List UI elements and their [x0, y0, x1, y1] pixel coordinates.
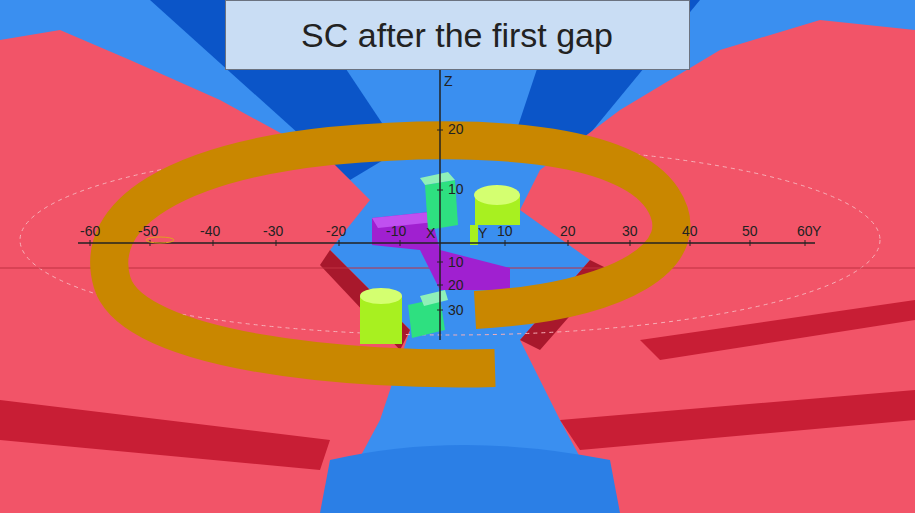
- axis-label: -20: [326, 224, 346, 238]
- axis-label: -30: [263, 224, 283, 238]
- axis-label: 40: [682, 224, 698, 238]
- axis-label: -60: [80, 224, 100, 238]
- title-text: SC after the first gap: [301, 16, 613, 55]
- axis-label: 60: [797, 224, 813, 238]
- axis-label: Y: [478, 226, 487, 240]
- axis-label: 20: [560, 224, 576, 238]
- axis-label: -40: [200, 224, 220, 238]
- axis-label: 10: [448, 255, 464, 269]
- axis-label: 10: [448, 182, 464, 196]
- axis-label: X: [426, 226, 435, 240]
- axis-label: -50: [138, 224, 158, 238]
- axis-label: 30: [622, 224, 638, 238]
- axis-label: 20: [448, 278, 464, 292]
- axis-label: 50: [742, 224, 758, 238]
- title-box: SC after the first gap: [225, 0, 690, 70]
- axis-label: Y: [812, 224, 821, 238]
- axis-label: -10: [386, 224, 406, 238]
- axis-label: 10: [497, 224, 513, 238]
- axis-label: Z: [444, 74, 453, 88]
- axis-label: 20: [448, 122, 464, 136]
- axis-label: 30: [448, 303, 464, 317]
